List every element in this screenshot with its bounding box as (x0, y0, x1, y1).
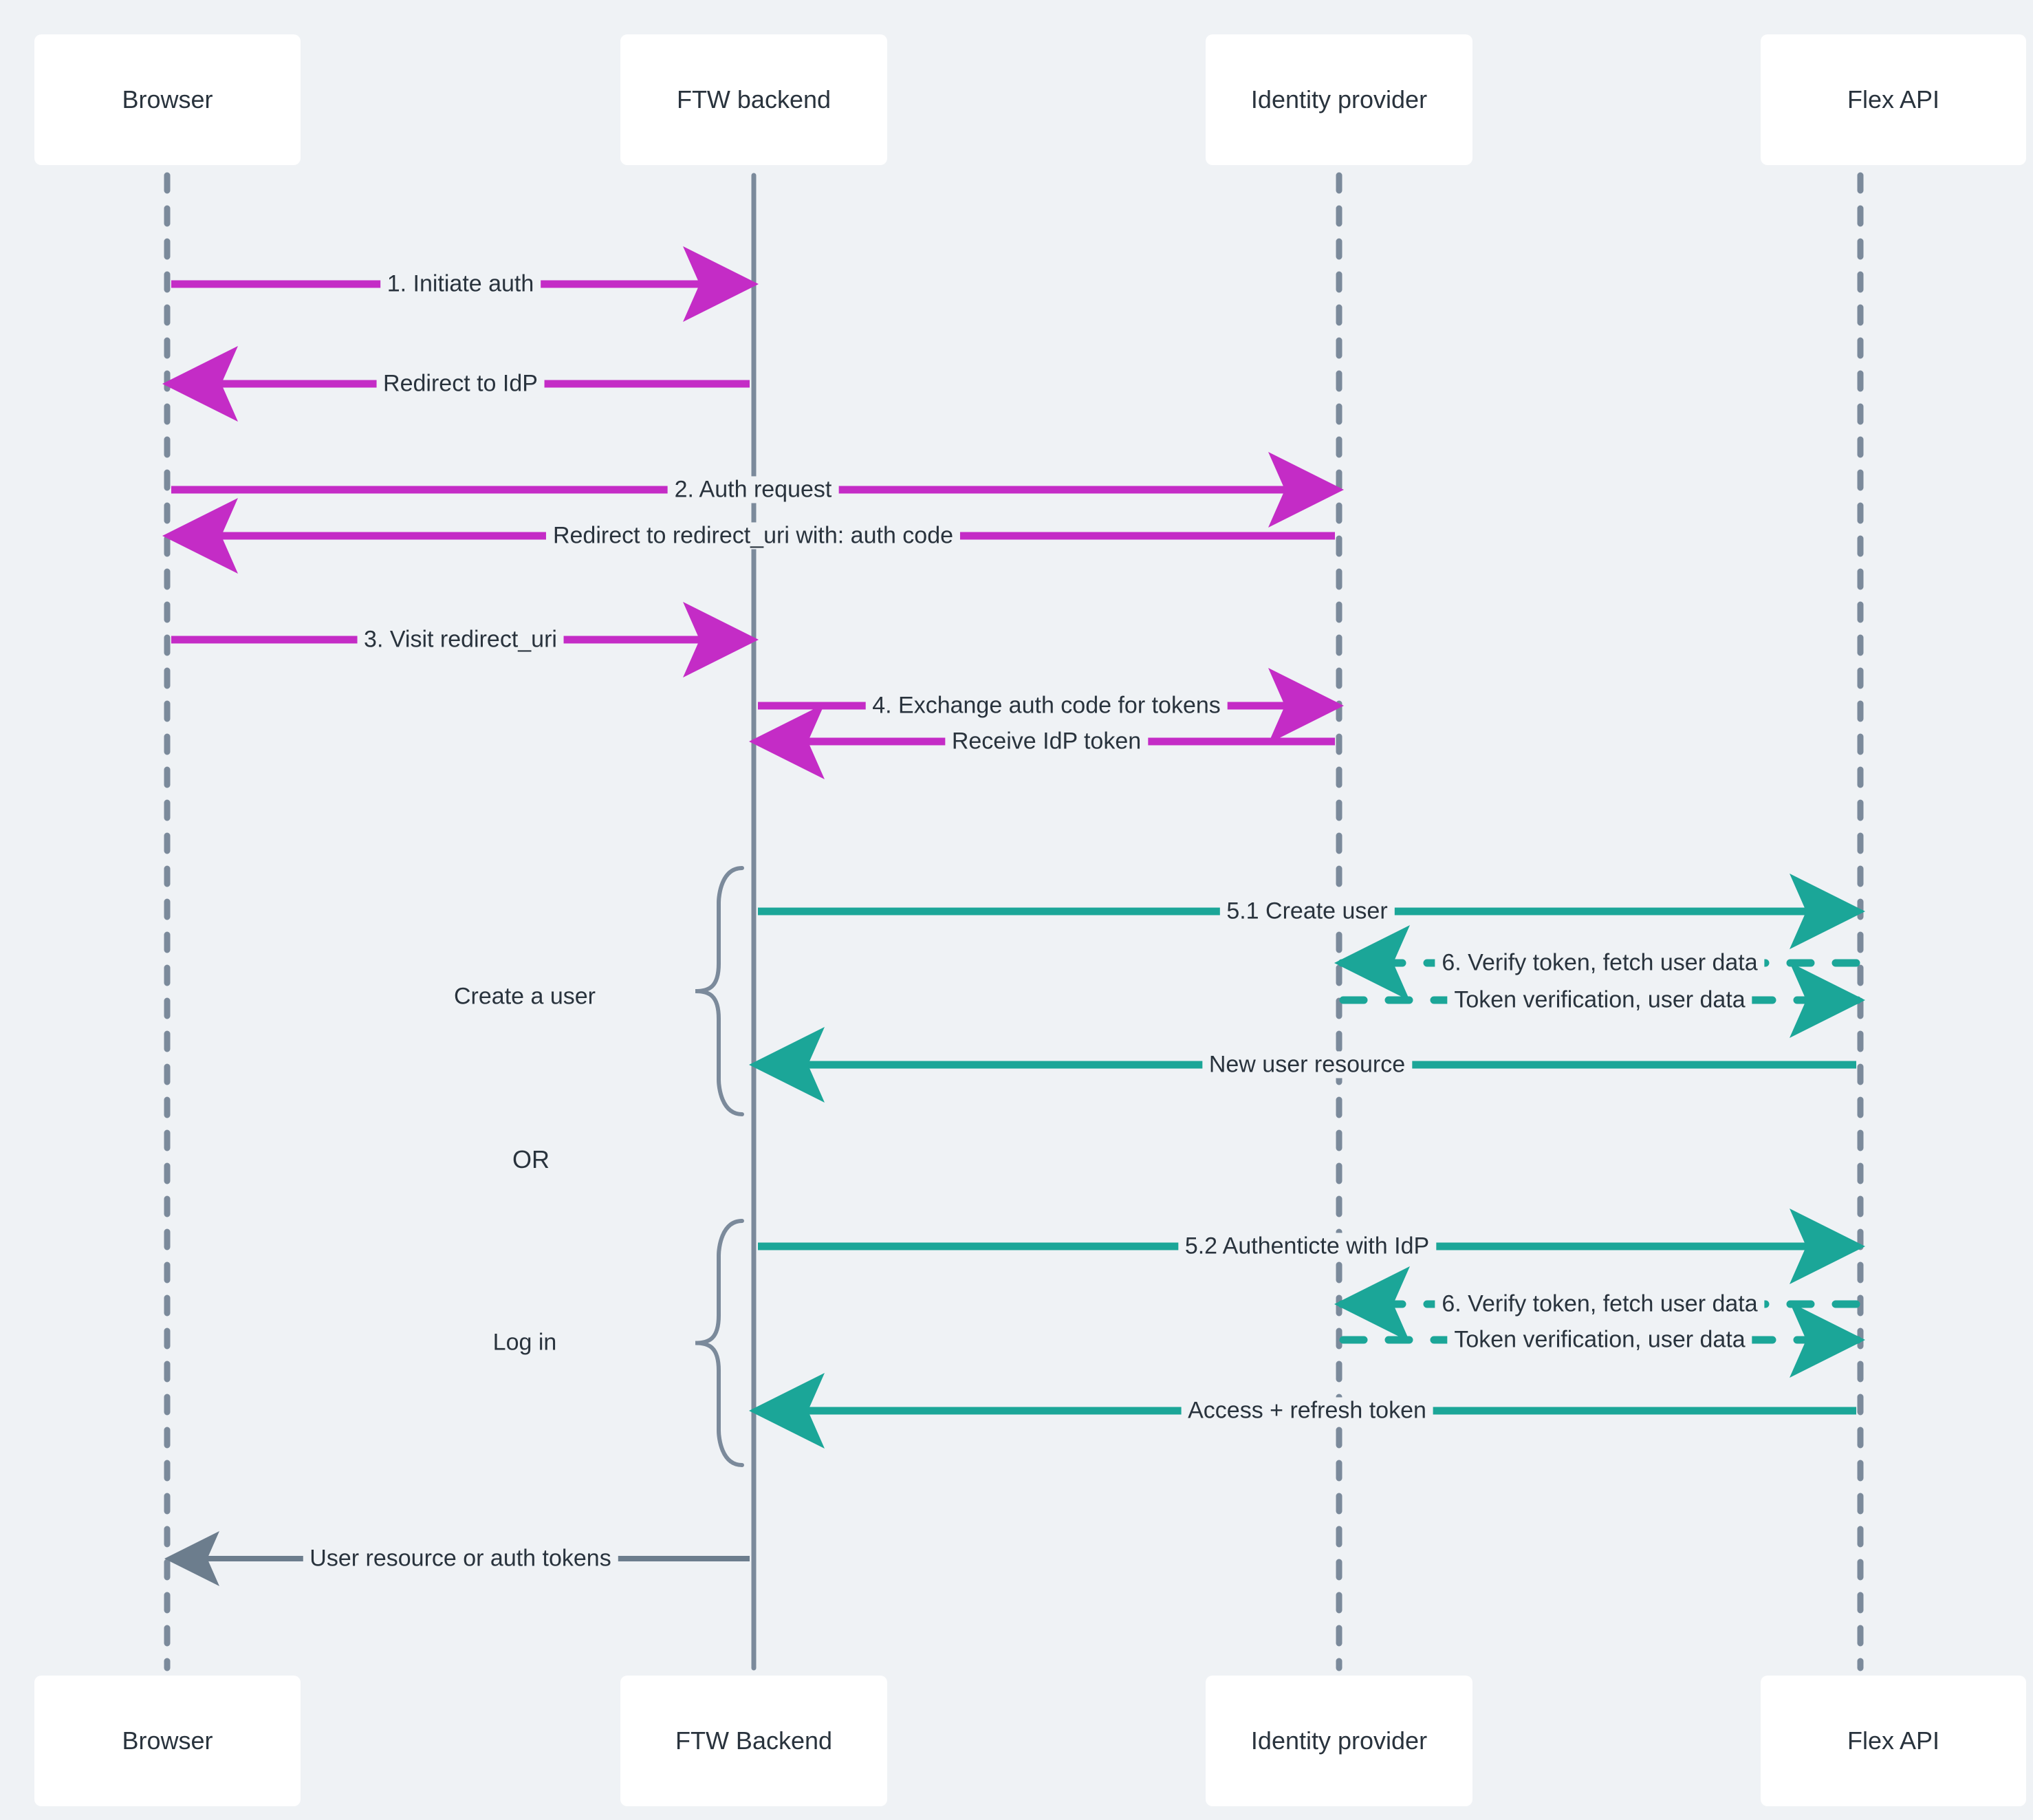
message-label-m4: Redirect to redirect_uri with: auth code (545, 522, 961, 550)
brace-log-in (695, 1219, 744, 1467)
brace-create-user (695, 866, 744, 1116)
message-label-m16: User resource or auth tokens (303, 1545, 618, 1572)
message-label-m8: 5.1 Create user (1219, 898, 1395, 925)
actor-box-idp-bottom[interactable]: Identity provider (1206, 1676, 1472, 1806)
message-label-m6: 4. Exchange auth code for tokens (865, 692, 1228, 719)
actor-label-idp-bottom: Identity provider (1250, 1726, 1428, 1755)
actor-label-browser-bottom: Browser (122, 1726, 213, 1755)
message-label-m15: Access + refresh token (1181, 1397, 1433, 1424)
message-label-m10: Token verification, user data (1447, 986, 1752, 1014)
message-label-m2: Redirect to IdP (376, 370, 545, 398)
message-label-m1: 1. Initiate auth (380, 270, 541, 298)
message-label-m13: 6. Verify token, fetch user data (1435, 1290, 1765, 1318)
actor-box-idp-top[interactable]: Identity provider (1206, 34, 1472, 165)
actor-box-browser-top[interactable]: Browser (34, 34, 301, 165)
actor-box-flex-top[interactable]: Flex API (1761, 34, 2026, 165)
message-arrows (162, 246, 1865, 1586)
message-label-m5: 3. Visit redirect_uri (357, 626, 564, 653)
actor-label-ftw-top: FTW backend (676, 85, 831, 114)
message-label-m12: 5.2 Authenticte with IdP (1177, 1233, 1437, 1260)
actor-label-flex-top: Flex API (1847, 85, 1940, 114)
group-label-create-user: Create a user (454, 983, 596, 1010)
group-braces (695, 866, 744, 1467)
lifelines (164, 172, 1864, 1671)
message-label-m14: Token verification, user data (1447, 1326, 1752, 1354)
alt-separator-label: OR (512, 1145, 550, 1173)
group-label-log-in: Log in (492, 1329, 557, 1356)
message-label-m3: 2. Auth request (667, 476, 839, 503)
message-label-m11: New user resource (1202, 1051, 1413, 1079)
actor-box-flex-bottom[interactable]: Flex API (1761, 1676, 2026, 1806)
actor-label-flex-bottom: Flex API (1847, 1726, 1940, 1755)
actor-box-ftw-top[interactable]: FTW backend (620, 34, 887, 165)
actor-label-idp-top: Identity provider (1250, 85, 1428, 114)
actor-label-browser-top: Browser (122, 85, 213, 114)
message-label-m9: 6. Verify token, fetch user data (1435, 949, 1765, 977)
actor-label-ftw-bottom: FTW Backend (675, 1726, 833, 1755)
actor-box-ftw-bottom[interactable]: FTW Backend (620, 1676, 887, 1806)
message-label-m7: Receive IdP token (944, 728, 1149, 755)
actor-box-browser-bottom[interactable]: Browser (34, 1676, 301, 1806)
